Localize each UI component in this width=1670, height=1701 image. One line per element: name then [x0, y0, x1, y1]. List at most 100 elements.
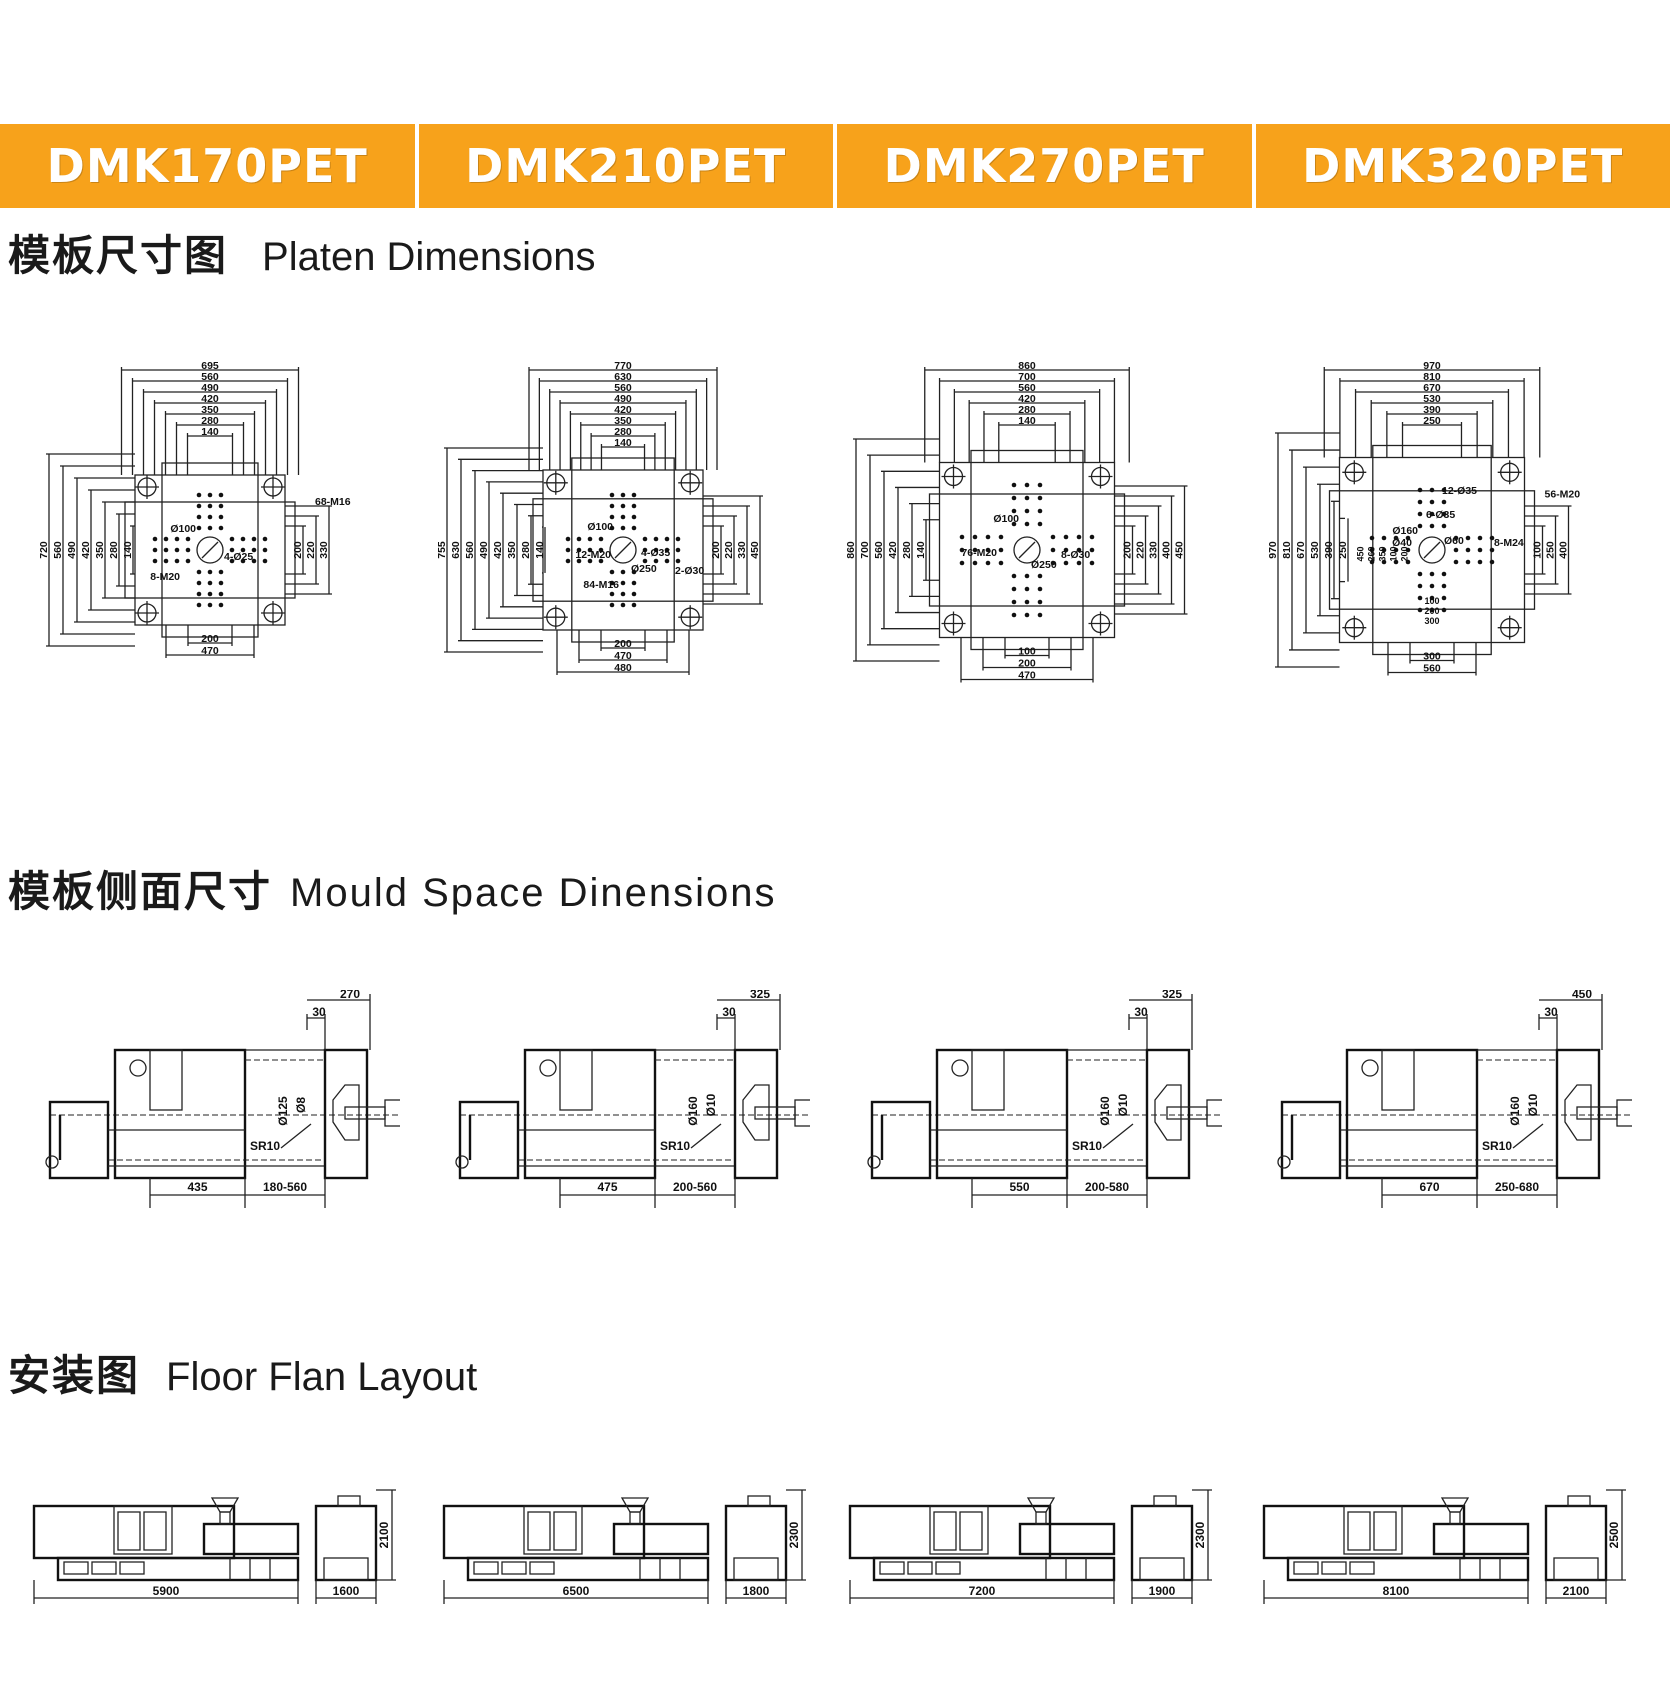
- bolt-hole: [218, 602, 224, 608]
- bolt-hole: [196, 525, 202, 531]
- bolt-hole: [620, 525, 626, 531]
- bolt-hole: [1453, 559, 1459, 565]
- bolt-hole: [1089, 547, 1095, 553]
- dim-label: 400: [1558, 541, 1570, 559]
- machine-base: [56, 1556, 300, 1582]
- callout-label: 8-M20: [150, 571, 180, 583]
- dim-label: 200: [201, 633, 219, 645]
- section-title-en: Mould Space Dinensions: [290, 871, 777, 915]
- toggle-housing: [149, 1049, 183, 1111]
- bolt-hole: [196, 580, 202, 586]
- bolt-hole: [631, 569, 637, 575]
- bolt-hole: [576, 536, 582, 542]
- bolt-hole: [262, 547, 268, 553]
- nozzle: [1616, 1099, 1632, 1127]
- dim-label: 480: [614, 662, 632, 674]
- dim-label: 670: [1423, 382, 1441, 394]
- dim-label: 560: [464, 541, 476, 559]
- center-mark: [1018, 541, 1036, 559]
- bolt-hole: [1037, 495, 1043, 501]
- bolt-hole: [185, 536, 191, 542]
- tailstock: [870, 1100, 932, 1180]
- dim-label: 490: [66, 541, 78, 559]
- callout-label: 2-Ø30: [675, 565, 704, 577]
- dim-label: 560: [1423, 663, 1441, 675]
- dim-label: 530: [1423, 393, 1441, 405]
- dim-label: 700: [859, 541, 871, 559]
- dim-label: 420: [887, 541, 899, 559]
- bolt-hole: [598, 547, 604, 553]
- dim-label: 300: [1423, 651, 1441, 663]
- side-hopper: [747, 1495, 771, 1507]
- bolt-hole: [1381, 547, 1387, 553]
- dim-label: 2300: [1193, 1521, 1207, 1548]
- bolt-hole: [229, 547, 235, 553]
- dim-label: SR10: [250, 1139, 280, 1153]
- callout-label: 6-Ø35: [1426, 509, 1455, 521]
- bolt-hole: [1024, 495, 1030, 501]
- center-bore: [1418, 536, 1446, 564]
- dim-label: 140: [122, 541, 134, 559]
- bolt-hole: [1024, 599, 1030, 605]
- bolt-hole: [1076, 534, 1082, 540]
- bolt-hole: [1011, 521, 1017, 527]
- bolt-hole: [1417, 583, 1423, 589]
- bolt-hole: [218, 591, 224, 597]
- dim-label: 30: [1544, 1005, 1558, 1019]
- bolt-hole: [609, 580, 615, 586]
- bolt-hole: [1405, 559, 1411, 565]
- bolt-hole: [1429, 595, 1435, 601]
- bolt-hole: [218, 569, 224, 575]
- dim-label: 220: [723, 541, 735, 559]
- callout-label: 4-Ø25: [224, 551, 253, 563]
- dim-label: SR10: [660, 1139, 690, 1153]
- bolt-hole: [609, 492, 615, 498]
- dim-label: 2100: [377, 1521, 391, 1548]
- bolt-hole: [163, 558, 169, 564]
- toggle-pivot: [539, 1059, 557, 1077]
- dim-label: Ø10: [1526, 1093, 1540, 1116]
- bolt-hole: [1369, 535, 1375, 541]
- dim-label: 100: [1389, 546, 1399, 561]
- toggle-pivot: [951, 1059, 969, 1077]
- section-title-cn: 模板尺寸图: [8, 231, 229, 280]
- dim-label: 400: [1161, 541, 1173, 559]
- bolt-hole: [1417, 523, 1423, 529]
- center-bore: [196, 536, 224, 564]
- dim-label: 350: [94, 541, 106, 559]
- dim-label: 530: [1309, 541, 1321, 559]
- bolt-hole: [262, 536, 268, 542]
- dim-label: 100: [1532, 541, 1544, 559]
- base-window: [1293, 1561, 1319, 1575]
- dim-label: 250-680: [1495, 1180, 1539, 1194]
- bolt-hole: [959, 547, 965, 553]
- callout-label: Ø250: [631, 563, 657, 575]
- bolt-hole: [620, 591, 626, 597]
- dim-label: SR10: [1072, 1139, 1102, 1153]
- nozzle-cone: [742, 1084, 770, 1141]
- bolt-hole: [1381, 535, 1387, 541]
- bolt-hole: [174, 558, 180, 564]
- bolt-hole: [251, 547, 257, 553]
- bolt-hole: [207, 503, 213, 509]
- side-base: [733, 1557, 779, 1581]
- bolt-hole: [620, 580, 626, 586]
- bolt-hole: [1369, 547, 1375, 553]
- sprue: [1166, 1106, 1208, 1120]
- center-mark: [614, 541, 632, 559]
- leader-line: [280, 1123, 312, 1149]
- base-window: [1349, 1561, 1375, 1575]
- injection-unit: [1018, 1522, 1116, 1556]
- dim-label: 470: [201, 645, 219, 657]
- dim-label: 810: [1423, 371, 1441, 383]
- bolt-hole: [1417, 595, 1423, 601]
- bolt-hole: [1011, 495, 1017, 501]
- side-hopper: [337, 1495, 361, 1507]
- callout-label: Ø60: [1444, 535, 1464, 547]
- bolt-hole: [163, 547, 169, 553]
- bolt-hole: [631, 580, 637, 586]
- side-hopper: [1567, 1495, 1591, 1507]
- bolt-hole: [1076, 547, 1082, 553]
